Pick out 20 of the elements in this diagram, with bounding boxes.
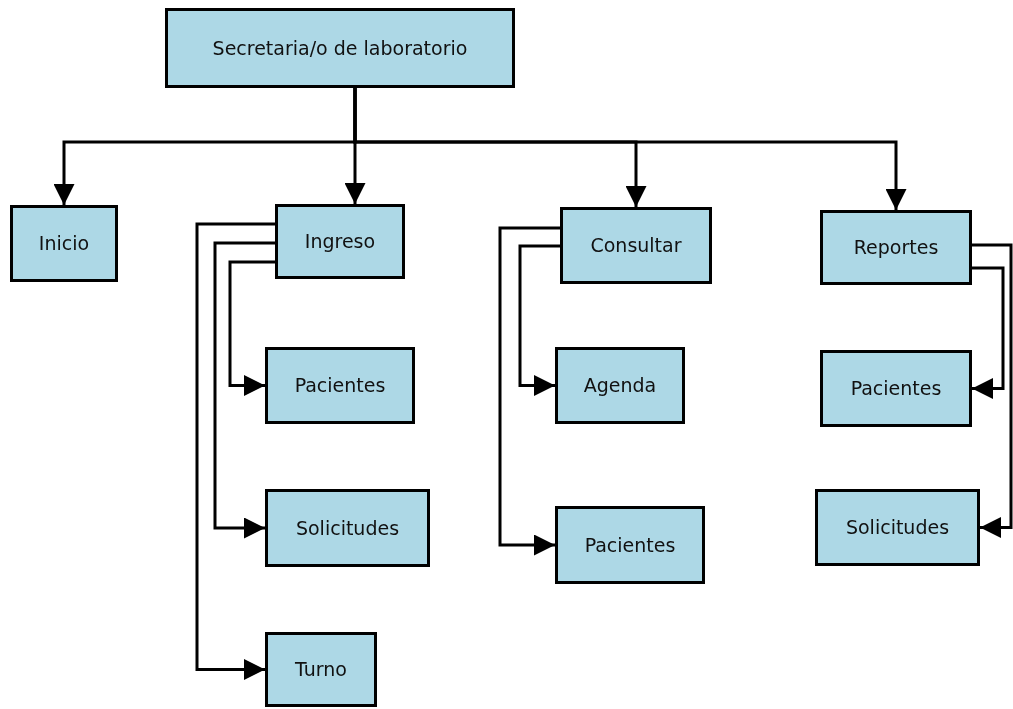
menu-box: Inicio	[10, 205, 118, 282]
menu-box: Pacientes	[820, 350, 972, 427]
connector-arrow	[213, 241, 275, 539]
menu-box: Ingreso	[275, 204, 405, 279]
menu-box: Consultar	[560, 207, 712, 284]
connector-arrow	[195, 222, 275, 680]
menu-box: Reportes	[820, 210, 972, 285]
connector-arrow	[353, 88, 907, 210]
menu-box: Secretaria/o de laboratorio	[165, 8, 515, 88]
connector-arrow	[228, 260, 275, 396]
menu-box: Pacientes	[555, 506, 705, 584]
menu-box: Solicitudes	[265, 489, 430, 567]
menu-box: Agenda	[555, 347, 685, 424]
connector-arrow	[972, 266, 1005, 399]
menu-box: Pacientes	[265, 347, 415, 424]
connector-arrow	[498, 226, 560, 556]
menu-box: Turno	[265, 632, 377, 707]
connector-arrow	[972, 243, 1013, 538]
menu-box: Solicitudes	[815, 489, 980, 566]
connector-arrow	[518, 244, 560, 396]
